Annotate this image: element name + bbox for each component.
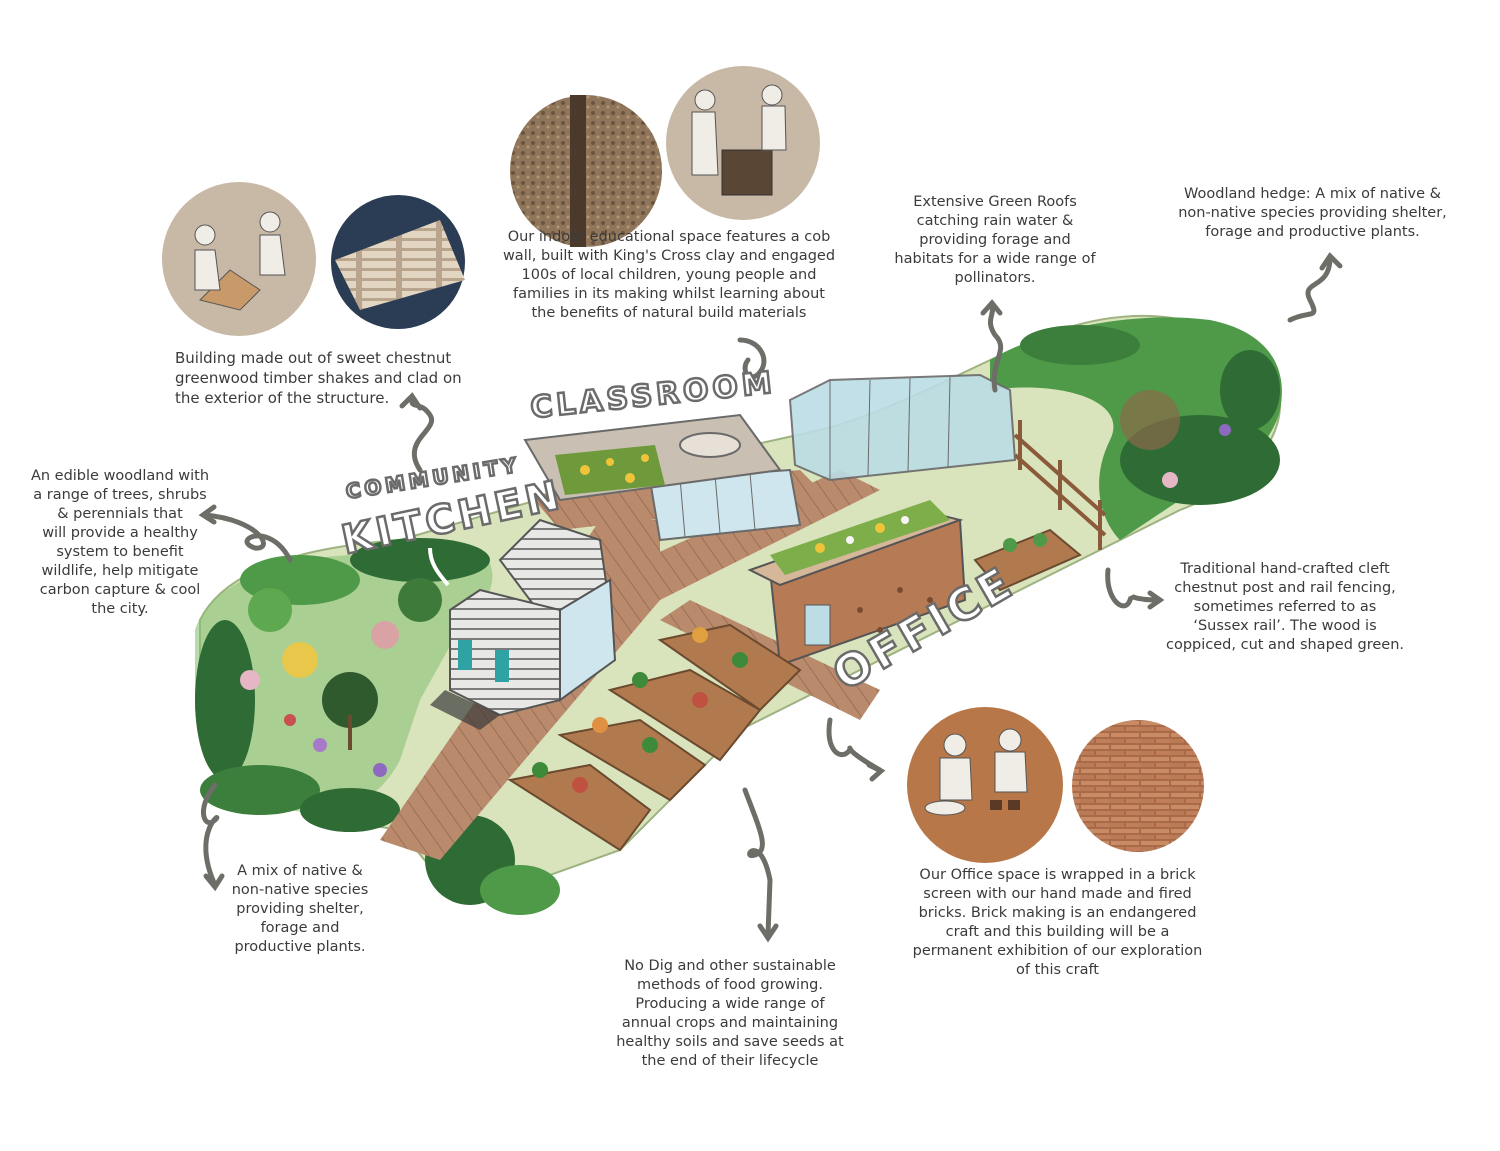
photo-circle-woodworkers (162, 182, 316, 336)
photo-circle-cob-builders (666, 66, 820, 220)
arrow-green-roof (987, 302, 1004, 393)
arrow-office (826, 717, 883, 773)
bed-plants (532, 533, 1047, 793)
annotation-arrows (198, 252, 1343, 943)
note-cob-wall: Our indoor educational space features a … (502, 229, 836, 321)
arrow-fence-head (1147, 590, 1165, 610)
community-kitchen-building (430, 518, 617, 730)
arrow-timber-head (399, 392, 423, 411)
photo-circle-timber-shakes (331, 195, 465, 329)
arrow-office-head (866, 762, 886, 782)
note-woodland-hedge: Woodland hedge: A mix of native &non-nat… (1178, 186, 1447, 240)
arrow-timber (409, 395, 435, 473)
photo-circle-cob-wall (510, 95, 662, 247)
edible-woodland-hedge (195, 538, 493, 832)
photo-circle-brick-makers (907, 707, 1063, 863)
arrow-nodig-head (757, 923, 779, 943)
arrow-edible-head (198, 504, 217, 525)
arrow-hedge (1287, 255, 1333, 323)
arrow-nodig (742, 787, 773, 938)
photo-circle-bricks (1072, 720, 1204, 852)
arrow-native (200, 782, 220, 888)
sussex-rail-fence (1013, 420, 1107, 550)
woodland-hedge-right (990, 317, 1282, 540)
arrow-cob (737, 337, 767, 380)
greenhouse (788, 373, 1017, 482)
arrow-fence (1105, 567, 1163, 609)
raised-beds (507, 528, 1082, 852)
classroom-building (523, 413, 802, 542)
arrow-hedge-head (1319, 252, 1343, 271)
arrow-green-roof-head (980, 299, 1003, 316)
arrow-edible (202, 512, 293, 563)
arrow-kitchen (428, 547, 450, 587)
office-building (747, 500, 967, 667)
arrow-native-head (203, 873, 225, 892)
